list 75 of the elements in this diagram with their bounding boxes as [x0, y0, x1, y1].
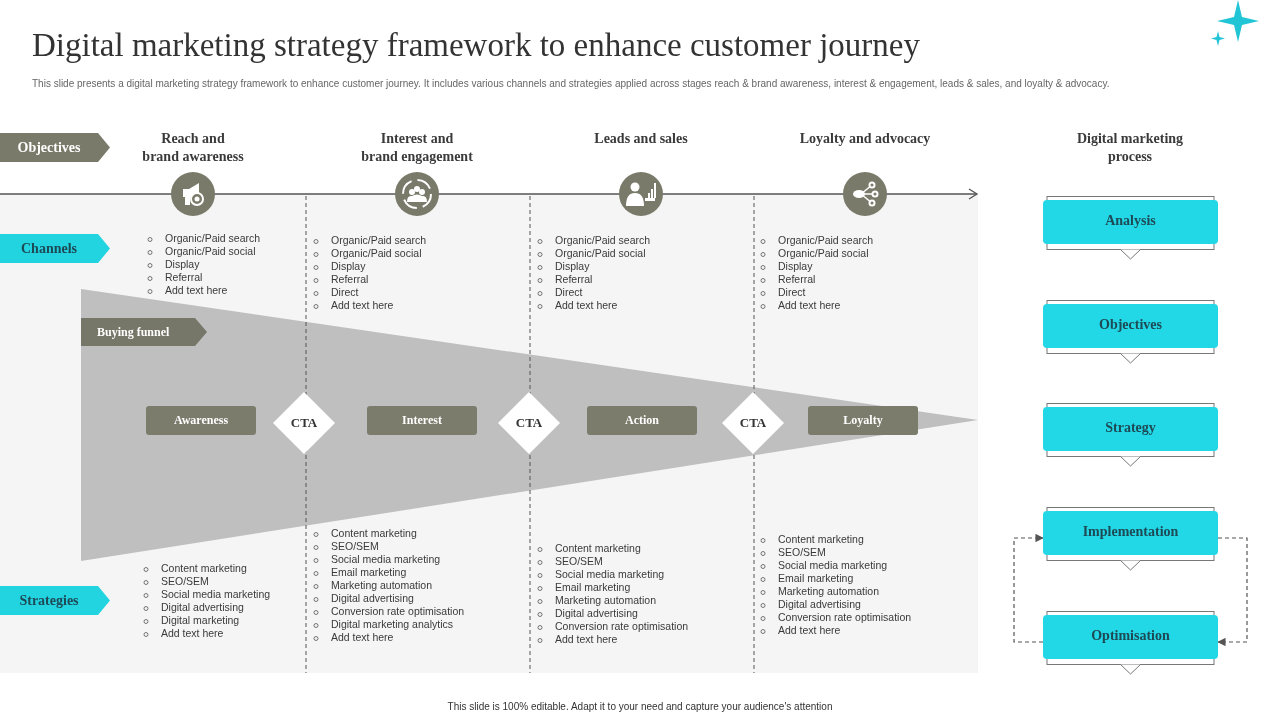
list-item: Add text here [555, 299, 618, 312]
dashed-arrow [1013, 533, 1044, 643]
list-item: Organic/Paid search [331, 234, 427, 247]
list-item: Conversion rate optimisation [331, 605, 465, 618]
list-item: Organic/Paid social [165, 245, 256, 258]
list-item: Email marketing [555, 581, 631, 594]
list-item: Referral [778, 273, 816, 286]
list-item: SEO/SEM [161, 575, 209, 588]
list-item: Display [165, 258, 200, 271]
list-item: Social media marketing [555, 568, 665, 581]
list-item: Add text here [331, 299, 394, 312]
list-item: Content marketing [331, 527, 417, 540]
footer-note: This slide is 100% editable. Adapt it to your need and capture your audience's attention [446, 701, 834, 712]
row-label-tag: Channels [0, 234, 110, 263]
list-item: Direct [555, 286, 583, 299]
cta-diamond: CTA [273, 392, 335, 454]
list-item: Email marketing [331, 566, 407, 579]
list-item: Add text here [331, 631, 394, 644]
list-item: Social media marketing [161, 588, 271, 601]
list-item: SEO/SEM [555, 555, 603, 568]
list-item: Marketing automation [778, 585, 879, 598]
cta-diamond: CTA [498, 392, 560, 454]
list-item: Marketing automation [331, 579, 432, 592]
list-item: Referral [555, 273, 593, 286]
list-item: Digital advertising [331, 592, 414, 605]
list-item: Content marketing [778, 533, 864, 546]
list-item: Add text here [555, 633, 618, 646]
list-item: Organic/Paid social [778, 247, 869, 260]
stage-heading: Loyalty and advocacy [798, 130, 932, 148]
title: Digital marketing strategy framework to enhance customer journey [32, 27, 920, 64]
row-label-tag: Objectives [0, 133, 110, 162]
list-item: Social media marketing [778, 559, 888, 572]
stage-box: Action [587, 406, 697, 435]
list-item: Content marketing [161, 562, 247, 575]
stage-heading: Interest and brand engagement [360, 130, 474, 166]
list-item: Email marketing [778, 572, 854, 585]
list-item: Content marketing [555, 542, 641, 555]
stage-heading: Digital marketing process [1075, 130, 1185, 166]
list-item: Organic/Paid search [165, 232, 261, 245]
stage-box: Loyalty [808, 406, 918, 435]
list-item: Direct [778, 286, 806, 299]
list-item: Digital advertising [778, 598, 861, 611]
stage-box: Awareness [146, 406, 256, 435]
list-item: Referral [331, 273, 369, 286]
list-item: Add text here [778, 299, 841, 312]
list-item: Organic/Paid search [778, 234, 874, 247]
stage-heading: Leads and sales [593, 130, 689, 148]
list-item: Digital marketing analytics [331, 618, 453, 631]
list-item: SEO/SEM [778, 546, 826, 559]
stage-box: Interest [367, 406, 477, 435]
list-item: Display [555, 260, 590, 273]
list-item: SEO/SEM [331, 540, 379, 553]
list-item: Referral [165, 271, 203, 284]
list-item: Organic/Paid social [555, 247, 646, 260]
list-item: Display [331, 260, 366, 273]
list-item: Digital advertising [161, 601, 244, 614]
cta-diamond: CTA [722, 392, 784, 454]
list-item: Add text here [778, 624, 841, 637]
list-item: Add text here [165, 284, 228, 297]
list-item: Digital advertising [555, 607, 638, 620]
row-label-tag: Strategies [0, 586, 110, 615]
list-item: Organic/Paid search [555, 234, 651, 247]
row-label-tag: Buying funnel [81, 318, 207, 346]
list-item: Conversion rate optimisation [555, 620, 689, 633]
subtitle: This slide presents a digital marketing strategy framework to enhance customer journey. It includes various channels and strategies applied across stages reach & brand awareness, interest & engagement, leads & sales, and loyalty & advocacy. [32, 78, 1111, 89]
list-item: Marketing automation [555, 594, 656, 607]
list-item: Conversion rate optimisation [778, 611, 912, 624]
list-item: Digital marketing [161, 614, 240, 627]
list-item: Add text here [161, 627, 224, 640]
stage-heading: Reach and brand awareness [141, 130, 245, 166]
list-item: Social media marketing [331, 553, 441, 566]
list-item: Display [778, 260, 813, 273]
dashed-arrow [1217, 537, 1248, 647]
list-item: Organic/Paid social [331, 247, 422, 260]
list-item: Direct [331, 286, 359, 299]
